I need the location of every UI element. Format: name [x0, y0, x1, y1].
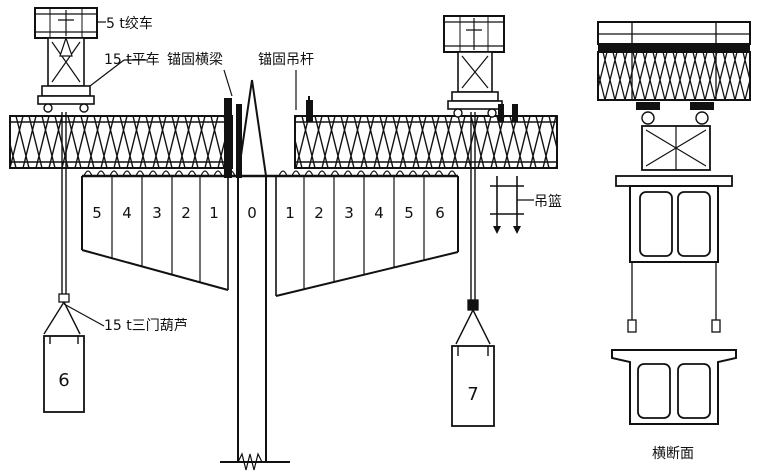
segment-label-left-1: 1 — [209, 204, 219, 222]
left-launching-truss — [9, 115, 233, 169]
box-girder-elevation — [81, 170, 459, 297]
right-hoist: 7 — [451, 112, 495, 427]
right-winch-assembly — [443, 15, 505, 118]
right-launching-truss — [294, 115, 558, 169]
block-label-right: 7 — [467, 384, 478, 405]
segment-label-left-3: 3 — [152, 204, 162, 222]
label-flat-car: 15 t平车 — [104, 51, 160, 68]
cross-section-view: 横断面 — [597, 21, 751, 462]
segment-label-right-4: 4 — [374, 204, 384, 222]
callout-leaders — [63, 21, 297, 327]
segment-label-right-3: 3 — [344, 204, 354, 222]
anchor-posts — [224, 96, 518, 178]
hanging-basket — [490, 176, 534, 234]
segment-label-left-4: 4 — [122, 204, 132, 222]
label-winch: 5 t绞车 — [106, 15, 153, 32]
left-hoist: 6 — [43, 112, 85, 413]
segment-label-right-2: 2 — [314, 204, 324, 222]
label-anchor-rod: 锚固吊杆 — [258, 52, 314, 68]
segment-label-right-1: 1 — [285, 204, 295, 222]
segment-labels: 5 4 3 2 1 0 1 2 3 4 5 6 — [92, 204, 445, 222]
block-label-left: 6 — [58, 370, 69, 391]
segment-label-left-2: 2 — [181, 204, 191, 222]
label-cross-section: 横断面 — [652, 446, 694, 462]
label-hoist: 15 t三门葫芦 — [104, 318, 188, 334]
segment-label-left-5: 5 — [92, 204, 102, 222]
segment-label-center-0: 0 — [247, 204, 257, 222]
label-anchor-beam: 锚固横梁 — [167, 52, 223, 68]
segment-label-right-6: 6 — [435, 204, 445, 222]
left-winch-assembly — [34, 7, 98, 113]
segment-label-right-5: 5 — [404, 204, 414, 222]
label-hanging-basket: 吊篮 — [534, 194, 562, 210]
